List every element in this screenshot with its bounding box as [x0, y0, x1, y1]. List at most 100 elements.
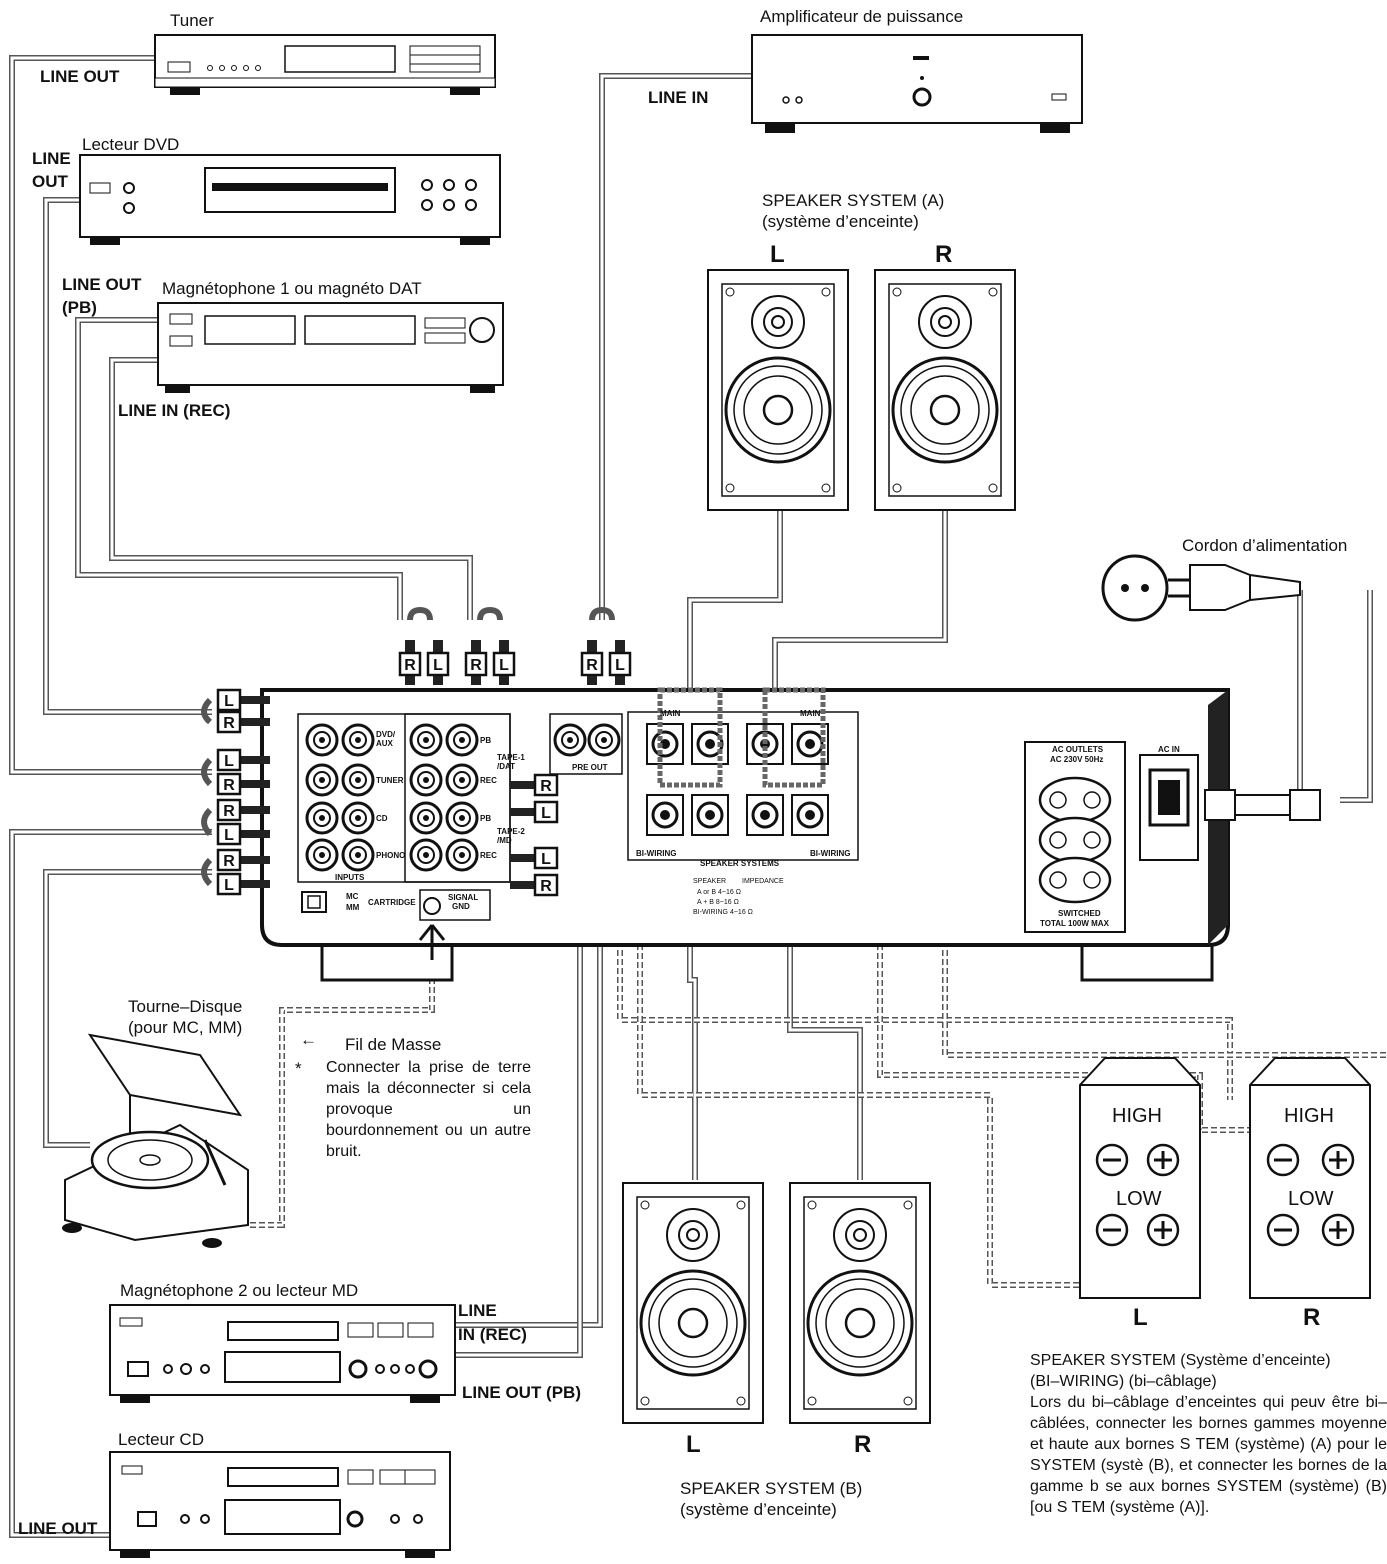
panel-gnd: GND	[452, 902, 470, 911]
panel-tape2-md: /MD	[497, 836, 512, 845]
rca-plug-top-3: L	[492, 651, 516, 677]
turntable-label: Tourne–Disque	[128, 997, 242, 1016]
panel-main-a: MAIN	[660, 709, 681, 718]
plug-body	[235, 806, 270, 814]
tuner-label: Tuner	[170, 11, 214, 30]
panel-imp-row-3: BI-WIRING 4~16 Ω	[693, 909, 753, 916]
ground-arrow: ←	[300, 1030, 317, 1049]
plug-letter: R	[223, 803, 235, 820]
plug-body	[235, 718, 270, 726]
plug-body	[235, 830, 270, 838]
panel-cd: CD	[376, 814, 388, 823]
tape1-label: Magnétophone 1 ou magnéto DAT	[162, 279, 422, 298]
rca-plug-tape-0: R	[533, 773, 559, 797]
plug-letter: R	[223, 715, 235, 732]
rca-plug-top-1: L	[426, 651, 450, 677]
plug-body	[510, 881, 535, 889]
dvd-out-label: OUT	[32, 172, 69, 191]
panel-total: TOTAL 100W MAX	[1040, 919, 1110, 928]
tuner-line-out-label: LINE OUT	[40, 67, 120, 86]
panel-ac-in: AC IN	[1158, 745, 1180, 754]
biwiring-title-2: (BI–WIRING) (bi–câblage)	[1030, 1373, 1217, 1390]
panel-inputs: INPUTS	[335, 873, 365, 882]
panel-rec2: REC	[480, 851, 497, 860]
plug-letter: L	[224, 753, 234, 770]
panel-mm: MM	[346, 903, 360, 912]
panel-mc: MC	[346, 892, 359, 901]
rca-plug-left-5: L	[216, 822, 242, 846]
rca-plug-left-3: R	[216, 772, 242, 796]
biwire-right-high-label: HIGH	[1284, 1105, 1334, 1127]
power-cord-label: Cordon d’alimentation	[1182, 536, 1347, 555]
plug-body	[235, 856, 270, 864]
tape2-in-rec-label: IN (REC)	[458, 1325, 527, 1344]
plug-body	[235, 780, 270, 788]
amp-line-in-label: LINE IN	[648, 88, 708, 107]
plug-body	[510, 781, 535, 789]
plug-letter: L	[224, 827, 234, 844]
rca-plug-left-6: R	[216, 848, 242, 872]
biwire-left-label: L	[1133, 1304, 1148, 1331]
panel-pb2: PB	[480, 814, 491, 823]
speaker-b-title: SPEAKER SYSTEM (B)	[680, 1479, 862, 1498]
rca-plugs	[201, 606, 615, 887]
plug-letter: L	[499, 657, 509, 674]
rca-plug-top-0: R	[398, 651, 422, 677]
tuner-device	[154, 34, 496, 95]
panel-imp-head-2: IMPEDANCE	[742, 878, 784, 885]
panel-imp-row-2: A + B 8~16 Ω	[697, 899, 739, 906]
speaker-a-title: SPEAKER SYSTEM (A)	[762, 191, 944, 210]
plug-letter: R	[540, 878, 552, 895]
dvd-player-device	[79, 154, 501, 245]
plug-letter: L	[433, 657, 443, 674]
plug-letter: R	[586, 657, 598, 674]
plug-letter: L	[541, 805, 551, 822]
tape2-label: Magnétophone 2 ou lecteur MD	[120, 1281, 358, 1300]
biwiring-title-1: SPEAKER SYSTEM (Système d’enceinte)	[1030, 1352, 1331, 1369]
speaker-terminal-outlines	[657, 687, 826, 788]
dvd-label: Lecteur DVD	[82, 135, 179, 154]
dvd-line-label: LINE	[32, 149, 71, 168]
audio-cables	[9, 55, 1373, 1538]
panel-imp-row-1: A or B 4~16 Ω	[697, 889, 741, 896]
rca-plug-top-2: R	[464, 651, 488, 677]
panel-ac-volt: AC 230V 50Hz	[1050, 755, 1103, 764]
tape-deck-2-device	[109, 1304, 456, 1403]
panel-rec1: REC	[480, 776, 497, 785]
speaker-a-right-label: R	[935, 241, 952, 268]
rca-plug-left-2: L	[216, 748, 242, 772]
panel-signal: SIGNAL	[448, 893, 478, 902]
tape1-line-in-label: LINE IN (REC)	[118, 401, 230, 420]
biwiring-speaker-left	[1079, 1057, 1201, 1299]
cd-player-device	[109, 1451, 451, 1558]
panel-pre-out: PRE OUT	[572, 763, 608, 772]
ac-outlets	[1038, 776, 1112, 904]
biwire-right-low-label: LOW	[1288, 1188, 1334, 1210]
plug-letter: R	[540, 778, 552, 795]
tape2-line-label: LINE	[458, 1301, 497, 1320]
panel-phono: PHONO	[376, 851, 405, 860]
cd-label: Lecteur CD	[118, 1430, 204, 1449]
rca-plug-top-4: R	[580, 651, 604, 677]
biwiring-description: Lors du bi–câblage d’enceintes qui peuv …	[1030, 1394, 1387, 1516]
plug-letter: R	[223, 853, 235, 870]
plug-letter: R	[223, 777, 235, 794]
cd-line-out-label: LINE OUT	[18, 1519, 98, 1538]
plug-letter: L	[224, 877, 234, 894]
plug-body	[510, 808, 535, 816]
plug-body	[235, 880, 270, 888]
speaker-b-subtitle: (système d’enceinte)	[680, 1500, 837, 1519]
panel-biwiring-left: BI-WIRING	[636, 849, 676, 858]
rca-plug-tape-3: R	[533, 873, 559, 897]
integrated-amplifier-rear-panel	[260, 687, 1321, 982]
speaker-b-left-label: L	[686, 1431, 701, 1458]
panel-aux: AUX	[376, 739, 394, 748]
speaker-a-subtitle: (système d’enceinte)	[762, 212, 919, 231]
tape-deck-1-device	[157, 302, 504, 393]
biwire-left-low-label: LOW	[1116, 1188, 1162, 1210]
plug-letter: L	[615, 657, 625, 674]
biwire-right-label: R	[1303, 1304, 1320, 1331]
